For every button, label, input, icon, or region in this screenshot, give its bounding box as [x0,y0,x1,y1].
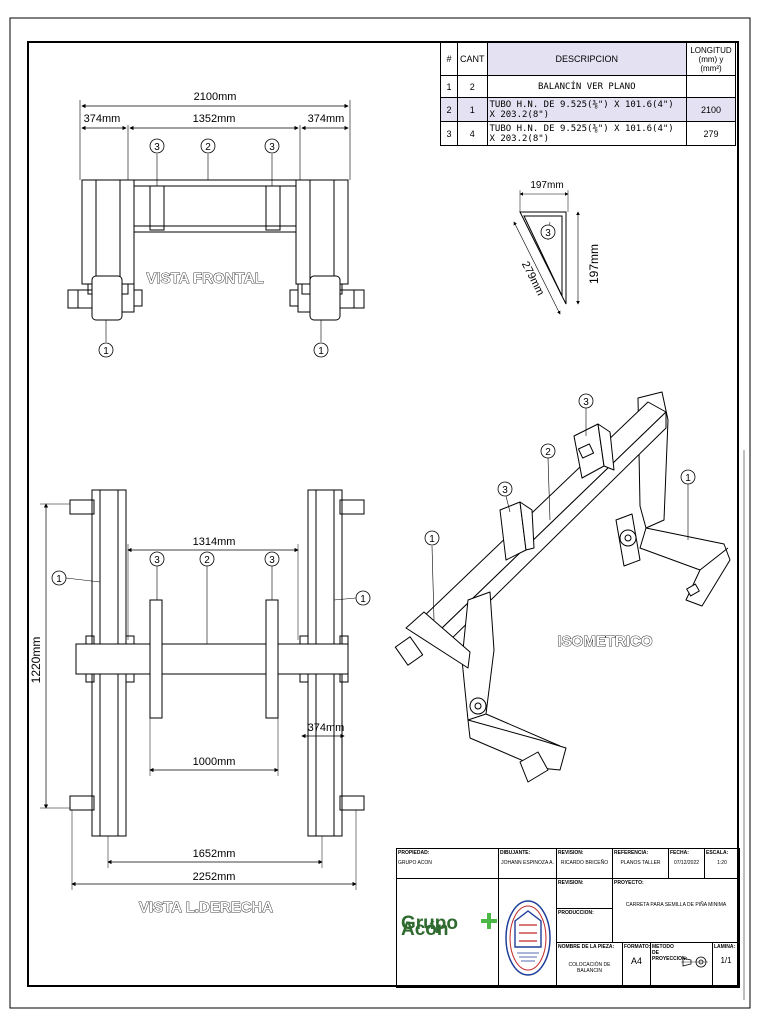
balloon-front-1a: 1 [103,346,109,357]
bill-of-materials: # CANT DESCRIPCION LONGITUD (mm) y (mm²)… [440,42,736,146]
balloon-side-1b: 1 [360,594,366,605]
isometric-view [394,391,731,783]
seal-icon [505,900,551,976]
tb-proyecto: PROYECTO: CARRETA PARA SEMILLA DE PIÑA M… [613,879,739,943]
title-block: PROPIEDAD: GRUPO ACON DIBUJANTE: JOHANN … [396,848,740,988]
dim-side-lower: 1652mm [193,848,236,860]
balloon-side-3b: 3 [269,555,275,566]
detail-triangle [513,190,580,315]
inner-border [27,41,739,987]
tb-propiedad: PROPIEDAD: GRUPO ACON [397,849,499,879]
bom-qty: 1 [457,97,488,122]
dim-detail-top: 197mm [530,180,563,191]
balloon-front-1b: 1 [318,346,324,357]
balloon-iso-2: 2 [545,447,551,458]
balloon-side-2: 2 [204,555,210,566]
balloon-iso-3b: 3 [502,485,508,496]
bom-len [686,75,736,98]
tb-revision1: REVISION: RICARDO BRICEÑO [557,849,613,879]
balloon-detail-3: 3 [545,228,551,239]
side-view-label: VISTA L.DERECHA [139,899,273,916]
tb-escala: ESCALA: 1:20 [705,849,739,879]
tb-logo-area: Grupo Acón [397,879,499,987]
bom-num: 3 [440,121,458,146]
bom-len: 2100 [686,97,736,122]
bom-row: 2 1 TUBO H.N. DE 9.525(⅜") X 101.6(4") X… [440,97,736,122]
bom-header-qty: CANT [457,42,488,76]
bom-row: 3 4 TUBO H.N. DE 9.525(⅜") X 101.6(4") X… [440,121,736,146]
tb-pieza: NOMBRE DE LA PIEZA: COLOCACIÓN DE BALANC… [557,943,623,987]
tb-referencia: REFERENCIA: PLANOS TALLER [613,849,669,879]
bom-num: 2 [440,97,458,122]
dim-front-overall: 2100mm [194,91,237,103]
front-view [67,100,365,342]
balloon-front-3a: 3 [154,142,160,153]
dim-side-height: 1220mm [29,637,43,684]
tb-revision2: REVISION: [557,879,613,909]
balloon-iso-3a: 3 [583,397,589,408]
bom-header-num: # [440,42,458,76]
front-view-label: VISTA FRONTAL [146,270,263,287]
balloon-side-1a: 1 [56,574,62,585]
bom-qty: 4 [457,121,488,146]
balloon-iso-1b: 1 [685,473,691,484]
tb-metodo: METODO DE PROYECCION: [651,943,713,987]
balloon-detail-circle [540,224,556,240]
right-side-view [40,489,365,890]
bom-desc: TUBO H.N. DE 9.525(⅜") X 101.6(4") X 203… [486,97,687,122]
dim-side-inner: 1000mm [193,756,236,768]
bom-header-desc: DESCRIPCION [486,42,687,76]
balloon-side-3a: 3 [154,555,160,566]
bom-desc: BALANCÍN VER PLANO [486,75,687,98]
tb-produccion: PRODUCCION: [557,909,613,943]
bom-desc: TUBO H.N. DE 9.525(⅜") X 101.6(4") X 203… [486,121,687,146]
balloon-front-2: 2 [205,142,211,153]
tb-seal-area [499,879,557,987]
tb-lamina: LAMINA: 1/1 [714,944,736,965]
bom-header-len: LONGITUD (mm) y (mm²) [686,42,736,76]
dim-front-right: 374mm [308,113,345,125]
projection-method-icon [681,956,708,968]
balloons-iso [424,393,696,546]
dim-side-top: 1314mm [193,536,236,548]
tb-dibujante: DIBUJANTE: JOHANN ESPINOZA A. [499,849,557,879]
dim-front-left: 374mm [84,113,121,125]
bom-num: 1 [440,75,458,98]
bom-len: 279 [686,121,736,146]
tb-formato: FORMATO: A4 [623,943,651,987]
company-logo: Grupo Acón [401,913,458,940]
balloons-side [51,551,371,606]
dim-side-bottom: 2252mm [193,871,236,883]
balloon-iso-1a: 1 [429,534,435,545]
bom-row: 1 2 BALANCÍN VER PLANO [440,75,736,98]
plus-icon [481,913,497,929]
dim-side-side: 374mm [308,722,345,734]
balloons-front [98,138,329,358]
dim-front-middle: 1352mm [193,113,236,125]
isometric-label: ISOMETRICO [557,633,652,650]
dim-detail-right: 197mm [587,244,601,284]
balloon-front-3b: 3 [269,142,275,153]
outer-border [9,17,751,1009]
tb-fecha: FECHA: 07/12/2022 [669,849,705,879]
bom-qty: 2 [457,75,488,98]
